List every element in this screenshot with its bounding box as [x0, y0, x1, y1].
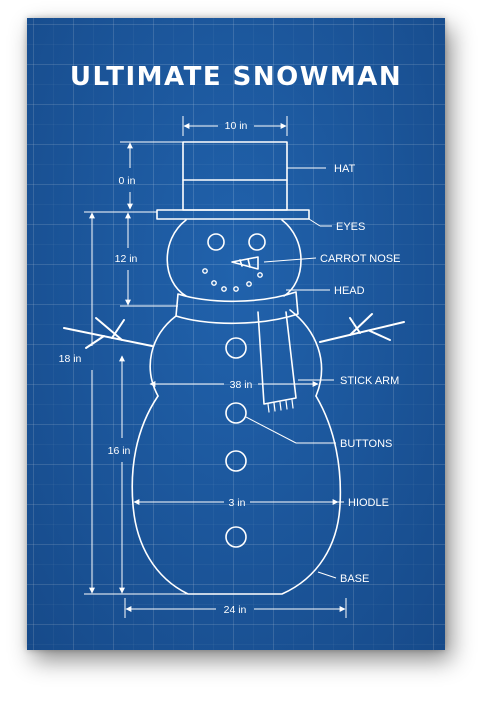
mouth-coal — [202, 268, 263, 292]
dim-base-width: 24 in — [224, 604, 247, 616]
callout-eyes: EYES — [336, 221, 365, 233]
callout-nose: CARROT NOSE — [320, 253, 400, 265]
dim-middle-width: 38 in — [230, 379, 253, 391]
button-3 — [225, 450, 247, 472]
snowman-base-outline — [131, 395, 342, 595]
callout-arm: STICK ARM — [340, 375, 399, 387]
dim-hat-width: 10 in — [225, 120, 248, 132]
dim-hat-height: 0 in — [119, 175, 136, 187]
callout-buttons: BUTTONS — [340, 438, 392, 450]
left-eye — [207, 233, 225, 251]
snowman-middle-outline — [149, 309, 323, 397]
right-stick-arm — [319, 313, 405, 343]
scarf-tail — [257, 311, 297, 405]
dim-base-mid-width: 3 in — [229, 497, 246, 509]
scarf-wrap — [175, 291, 299, 325]
left-stick-arm — [63, 317, 153, 349]
callout-middle: HIODLE — [348, 497, 389, 509]
hat-crown — [182, 141, 288, 211]
callout-base: BASE — [340, 573, 369, 585]
button-4 — [225, 526, 247, 548]
carrot-nose — [231, 256, 259, 270]
dim-head-height: 12 in — [115, 253, 138, 265]
button-1 — [225, 337, 247, 359]
dim-body-height: 16 in — [108, 445, 131, 457]
scarf-fringe — [267, 399, 294, 413]
dim-upper-height: 18 in — [59, 353, 82, 365]
poster-title: ULTIMATE SNOWMAN — [69, 62, 403, 92]
snowman-head-outline — [166, 219, 302, 297]
nose-line-1 — [239, 259, 243, 267]
callout-hat: HAT — [334, 163, 355, 175]
hat-brim — [156, 209, 310, 220]
right-eye — [248, 233, 266, 251]
callout-head: HEAD — [334, 285, 365, 297]
nose-line-2 — [247, 258, 251, 268]
button-2 — [225, 402, 247, 424]
